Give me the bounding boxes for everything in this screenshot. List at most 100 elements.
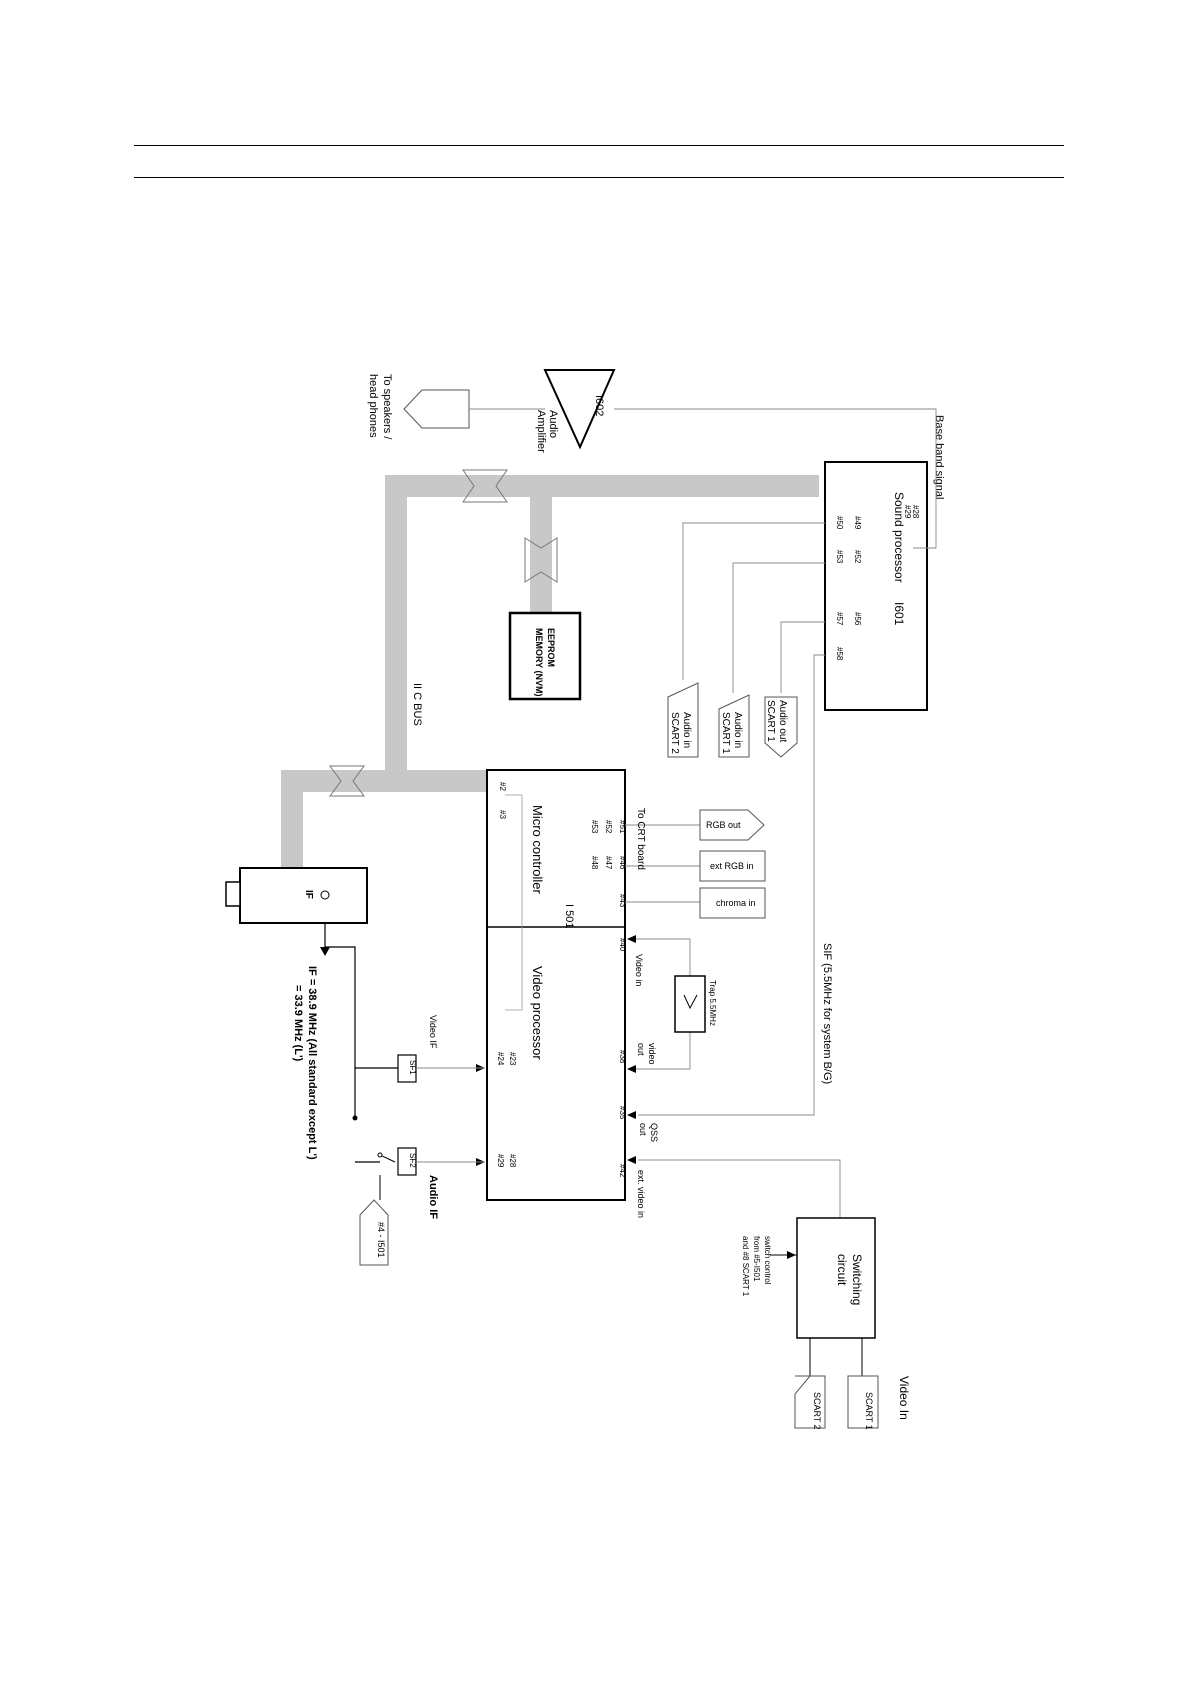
audio-in-1-line-1: Audio in (732, 712, 743, 748)
iic-bus-label: II C BUS (411, 683, 423, 726)
mc-pin-53: #53 (590, 820, 599, 834)
tuner-block: IF (225, 867, 368, 924)
audio-out-line-1: Audio out (777, 700, 788, 742)
audio-amp-ref: I602 (593, 395, 605, 416)
vp-pin-24: #24 (496, 1052, 505, 1066)
sp-pin-57: #57 (835, 612, 844, 626)
vp-pin-28: #28 (508, 1154, 517, 1168)
video-out-line-1: video (647, 1043, 657, 1065)
eeprom-line-1: EEPROM (546, 628, 556, 667)
video-in-scart-connectors: SCART 2 SCART 1 Video In (794, 1375, 911, 1430)
chroma-in-label: chroma in (716, 898, 756, 908)
if-arrow (320, 947, 330, 956)
bus-arrows (329, 469, 558, 797)
tuner-label: IF (303, 890, 314, 899)
sp-pin-58: #58 (835, 647, 844, 661)
speakers-line-2: head phones (367, 374, 379, 438)
sound-processor-block: Sound processor I601 #28 #29 #49 #50 #52… (824, 461, 928, 711)
if-path (324, 923, 398, 1163)
audio-amp-label-1: Audio (547, 410, 559, 438)
mc-pin-43: #43 (618, 894, 627, 908)
header-rule-top (134, 145, 1064, 146)
sp-pin-49: #49 (853, 516, 862, 530)
sp-pin-53: #53 (835, 550, 844, 564)
sf-control-connector: #4 - I501 (359, 1199, 389, 1266)
chroma-in-connector: chroma in (699, 887, 766, 919)
video-in-label: Video in (634, 954, 644, 986)
rgb-out-connector: RGB out (699, 809, 765, 841)
to-crt-label: To CRT board (635, 808, 646, 870)
audio-in-2-line-2: SCART 2 (669, 712, 680, 754)
mc-pin-51: #51 (618, 820, 627, 834)
sp-pin-56: #56 (853, 612, 862, 626)
switch-ctrl-2: from #5-I501 (752, 1236, 761, 1282)
trap-filter: Trap 5.5MHz (674, 975, 717, 1033)
vp-pin-29: #29 (496, 1154, 505, 1168)
mc-pin-3: #3 (498, 810, 507, 819)
sound-processor-label: Sound processor (892, 492, 906, 583)
video-out-line-2: out (636, 1043, 646, 1056)
sp-pin-29: #29 (903, 505, 912, 519)
sp-pin-28: #28 (911, 505, 920, 519)
speakers-line-1: To speakers / (381, 374, 393, 440)
i501-block: Micro controller Video processor I 501 #… (486, 769, 627, 1201)
base-band-label: Base band signal (933, 415, 945, 499)
header-rule-bottom (134, 177, 1064, 178)
ext-rgb-in-label: ext RGB in (710, 861, 754, 871)
audio-out-line-2: SCART 1 (765, 700, 776, 742)
eeprom-block: EEPROM MEMORY (NVM) (508, 611, 582, 701)
qss-out-line-1: QSS (649, 1123, 659, 1142)
audio-in-scart2-connector: Audio in SCART 2 (667, 682, 699, 758)
sf2-filter: SF2 (377, 1147, 485, 1200)
switching-name-1: Switching (850, 1254, 864, 1305)
audio-if-label: Audio IF (427, 1175, 439, 1219)
sp-pin-52: #52 (853, 550, 862, 564)
vp-pin-42: #42 (618, 1164, 627, 1178)
if-note-1: IF = 38.9 MHz (All standard except L') (306, 966, 318, 1160)
video-if-label: Video IF (428, 1015, 438, 1049)
vp-pin-38: #38 (618, 1050, 627, 1064)
switching-circuit: Switching circuit switch control from #5… (741, 1217, 876, 1380)
sf-control-label: #4 - I501 (376, 1222, 386, 1258)
micro-controller-label: Micro controller (530, 805, 545, 895)
qss-out-line-2: out (638, 1123, 648, 1136)
video-signal-lines (625, 824, 841, 1218)
video-in-title: Video In (897, 1376, 911, 1420)
sp-pin-50: #50 (835, 516, 844, 530)
ext-video-in-label: ext. video in (636, 1170, 646, 1218)
scart2-label: SCART 2 (812, 1392, 822, 1430)
mc-pin-52: #52 (604, 820, 613, 834)
vp-pin-40: #40 (618, 938, 627, 952)
eeprom-line-2: MEMORY (NVM) (534, 628, 544, 697)
sf1-label: SF1 (408, 1060, 417, 1075)
i501-ref: I 501 (563, 904, 575, 928)
audio-amplifier: I602 Audio Amplifier (535, 369, 616, 453)
ext-rgb-in-connector: ext RGB in (699, 850, 766, 882)
audio-in-scart1-connector: Audio in SCART 1 (718, 694, 750, 758)
video-processor-label: Video processor (530, 966, 545, 1060)
audio-out-connector: Audio out SCART 1 (764, 696, 798, 758)
switch-ctrl-3: and #8 SCART 1 (741, 1236, 750, 1297)
audio-in-1-line-2: SCART 1 (720, 712, 731, 754)
mc-pin-47: #47 (604, 856, 613, 870)
sound-processor-ref: I601 (892, 602, 906, 626)
switching-name-2: circuit (835, 1254, 849, 1286)
trap-label: Trap 5.5MHz (708, 980, 717, 1026)
if-note-2: = 33.9 MHz (L') (292, 985, 304, 1062)
sf2-label: SF2 (408, 1153, 417, 1168)
mc-pin-2: #2 (498, 782, 507, 791)
rgb-out-label: RGB out (706, 820, 741, 830)
iic-bus (281, 475, 819, 868)
vp-pin-35: #35 (618, 1106, 627, 1120)
mc-pin-46: #46 (618, 856, 627, 870)
scart1-label: SCART 1 (864, 1392, 874, 1430)
sf1-filter: SF1 (397, 1054, 485, 1083)
mc-pin-48: #48 (590, 856, 599, 870)
switch-ctrl-1: switch control (763, 1236, 772, 1285)
if-junction (352, 1115, 358, 1121)
sif-label: SIF (5.5MHz for system B/G) (821, 943, 833, 1084)
audio-in-2-line-1: Audio in (681, 712, 692, 748)
speaker-connector: To speakers / head phones (367, 374, 470, 440)
audio-amp-label-2: Amplifier (535, 410, 547, 453)
